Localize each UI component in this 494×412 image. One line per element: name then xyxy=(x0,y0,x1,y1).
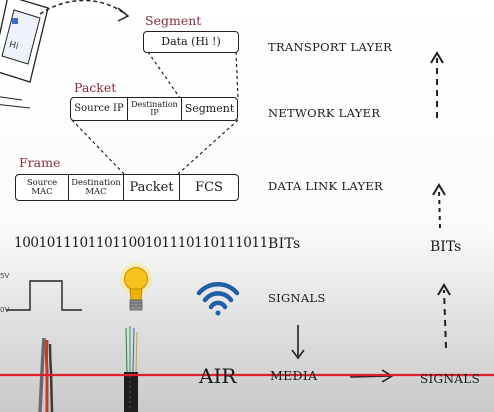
down-arrow-icon xyxy=(291,325,305,360)
frame-fcs: FCS xyxy=(179,175,238,200)
wifi-icon xyxy=(196,282,240,316)
right-signals-label: SIGNALS xyxy=(420,372,481,386)
media-label: MEDIA xyxy=(270,368,318,383)
waveform-high-label: 5V xyxy=(0,272,10,280)
frame-tag: Frame xyxy=(19,155,61,170)
segment-data: Data (Hi !) xyxy=(161,35,221,49)
bit-string: 1001011101101100101110110111011 xyxy=(14,235,268,251)
transport-layer-label: TRANSPORT LAYER xyxy=(268,40,393,54)
packet-tag: Packet xyxy=(74,80,117,95)
cable-icon xyxy=(38,337,54,412)
data-link-layer-label: DATA LINK LAYER xyxy=(268,179,384,193)
packet-segment: Segment xyxy=(181,98,237,120)
signals-label: SIGNALS xyxy=(268,291,326,305)
bits-label: BITs xyxy=(268,236,301,252)
packet-source-ip: Source IP xyxy=(74,102,124,114)
frame-box: Source MAC Destination MAC Packet FCS xyxy=(15,174,239,201)
light-bulb-icon xyxy=(120,263,152,311)
upward-arrow-icon xyxy=(430,51,451,349)
air-label: AIR xyxy=(199,364,237,388)
waveform-low-label: 0V xyxy=(0,306,10,314)
waveform-icon xyxy=(6,280,82,311)
frame-packet: Packet xyxy=(123,175,179,200)
network-layer-label: NETWORK LAYER xyxy=(268,106,381,120)
fiber-cable-icon xyxy=(124,326,138,412)
frame-source-mac: Source MAC xyxy=(26,177,58,197)
segment-box: Data (Hi !) xyxy=(143,31,239,53)
right-bits-label: BITs xyxy=(430,239,462,255)
packet-box: Source IP Destination IP Segment xyxy=(70,97,238,121)
packet-destination-ip: Destination IP xyxy=(127,98,181,120)
frame-destination-mac: Destination MAC xyxy=(68,175,123,200)
segment-tag: Segment xyxy=(145,13,202,28)
document-icon xyxy=(0,0,49,109)
